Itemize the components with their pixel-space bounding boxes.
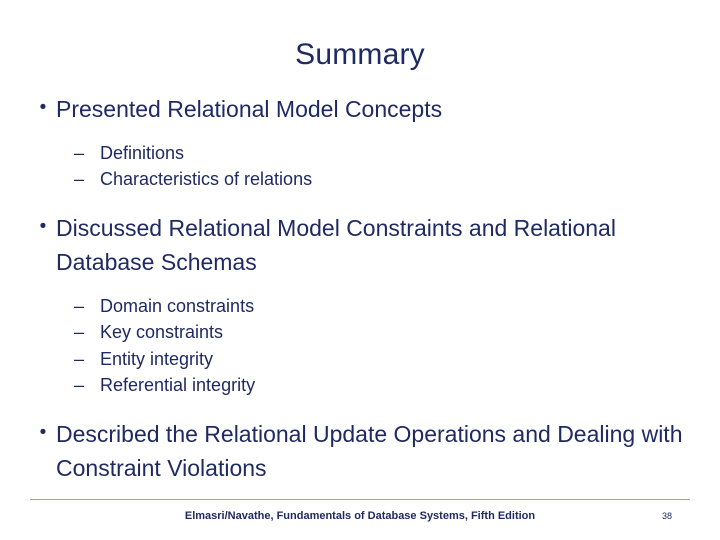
list-item-label: Described the Relational Update Operatio…	[56, 420, 683, 481]
list-item: • Presented Relational Model Concepts	[30, 92, 698, 126]
list-item: – Key constraints	[74, 319, 698, 345]
list-item: – Domain constraints	[74, 293, 698, 319]
list-item-label: Characteristics of relations	[100, 169, 313, 190]
list-item: – Definitions	[74, 140, 698, 166]
footer-divider	[30, 499, 690, 500]
slide-body: • Presented Relational Model Concepts – …	[0, 92, 720, 485]
spacer	[30, 193, 698, 211]
list-item-label: Entity integrity	[100, 348, 214, 369]
footer-credit: Elmasri/Navathe, Fundamentals of Databas…	[184, 510, 536, 522]
list-item: – Characteristics of relations	[74, 166, 698, 192]
footer-row: Elmasri/Navathe, Fundamentals of Databas…	[30, 506, 690, 526]
bullet-marker: –	[74, 375, 85, 396]
list-item-label: Referential integrity	[100, 375, 256, 396]
bullet-marker: –	[74, 322, 85, 343]
slide-footer: Elmasri/Navathe, Fundamentals of Databas…	[30, 499, 690, 526]
spacer	[30, 281, 698, 293]
bullet-marker: –	[74, 348, 85, 369]
bullet-marker: •	[39, 421, 47, 443]
list-item-label: Presented Relational Model Concepts	[56, 96, 443, 122]
list-item-label: Key constraints	[100, 322, 224, 343]
bullet-marker: –	[74, 296, 85, 316]
spacer	[30, 128, 698, 140]
list-item: • Discussed Relational Model Constraints…	[30, 211, 698, 279]
page-number: 38	[661, 511, 672, 521]
list-item-label: Domain constraints	[100, 296, 255, 316]
list-item: – Entity integrity	[74, 346, 698, 372]
bullet-marker: •	[39, 215, 47, 237]
list-item: – Referential integrity	[74, 372, 698, 398]
list-item-label: Discussed Relational Model Constraints a…	[56, 214, 616, 275]
spacer	[30, 399, 698, 417]
page-title: Summary	[295, 38, 425, 71]
bullet-marker: –	[74, 169, 85, 190]
list-item-label: Definitions	[100, 143, 185, 164]
list-item: • Described the Relational Update Operat…	[30, 417, 698, 485]
bullet-marker: –	[74, 143, 85, 164]
bullet-marker: •	[39, 97, 47, 118]
